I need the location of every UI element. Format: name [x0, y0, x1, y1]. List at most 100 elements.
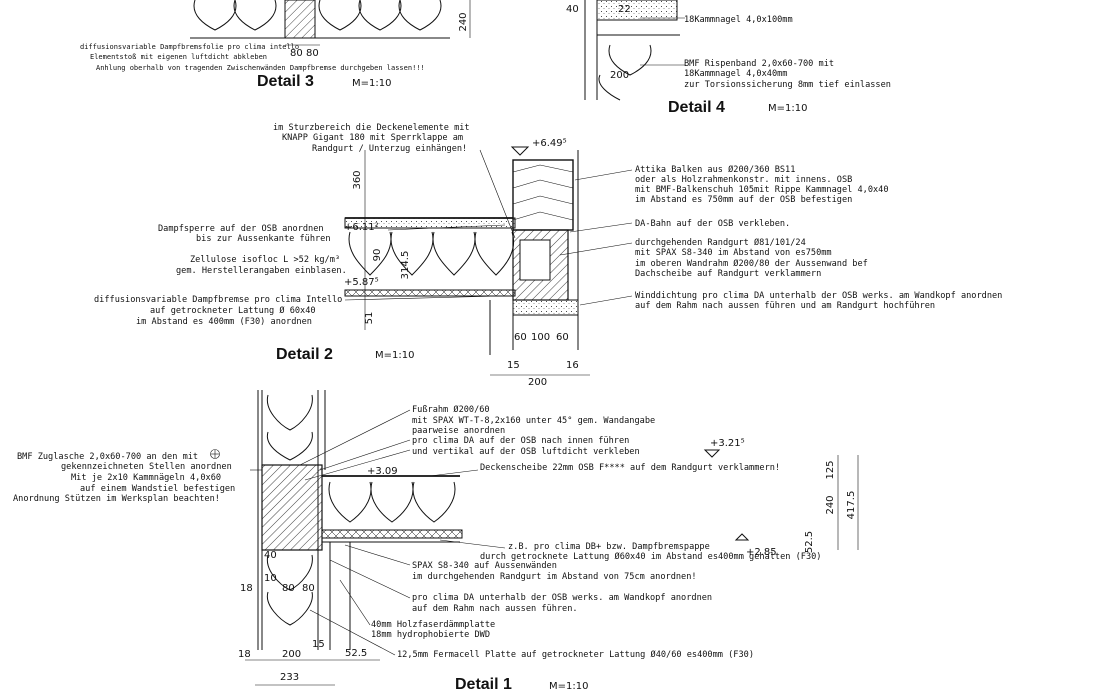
dim-text: 125 — [825, 460, 836, 479]
dim-text: 200 — [282, 649, 301, 660]
detail-1: +3.09 +3.21⁵ +2.85 125 240 52.5 417.5 18… — [13, 390, 859, 693]
dim-text: 80 — [306, 48, 319, 59]
note-text: pro clima DA unterhalb der OSB werks. am… — [412, 593, 712, 603]
note-text: oder als Holzrahmenkonstr. mit innens. O… — [635, 175, 852, 185]
note-text: Attika Balken aus Ø200/360 BS11 — [635, 164, 795, 175]
note-text: BMF Rispenband 2,0x60-700 mit — [684, 59, 834, 69]
dim-text: 10 — [264, 573, 277, 584]
level-text: +6.11² — [344, 222, 379, 233]
note-text: im oberen Wandrahm Ø200/80 der Aussenwan… — [635, 258, 868, 269]
dim-text: 417.5 — [846, 491, 857, 520]
scale-label: M=1:10 — [375, 350, 414, 361]
note-text: im Sturzbereich die Deckenelemente mit — [273, 123, 470, 133]
note-text: mit SPAX S8-340 im Abstand von es750mm — [635, 248, 832, 258]
note-text: Zellulose isofloc L >52 kg/m³ — [190, 255, 340, 265]
note-text: durchgehenden Randgurt Ø81/101/24 — [635, 237, 806, 248]
attika-hatch — [512, 164, 574, 221]
dim-text: 15 — [312, 639, 325, 650]
note-text: und vertikal auf der OSB luftdicht verkl… — [412, 447, 640, 457]
note-text: auf einem Wandstiel befestigen — [80, 484, 235, 494]
level-marker-icon — [703, 449, 721, 458]
dim-text: 314.5 — [400, 251, 411, 280]
note-text: bis zur Aussenkante führen — [196, 234, 331, 244]
note-text: im Abstand es 750mm auf der OSB befestig… — [635, 195, 852, 205]
note-text: im Abstand es 400mm (F30) anordnen — [136, 317, 312, 327]
note-text: Anhlung oberhalb von tragenden Zwischenw… — [96, 64, 425, 72]
detail-3: 240 80 80 diffusionsvariable Dampfbremsf… — [80, 0, 471, 90]
note-text: zur Torsionssicherung 8mm tief einlassen — [684, 80, 891, 90]
dim-text: 22 — [618, 4, 631, 15]
note-text: Randgurt / Unterzug einhängen! — [312, 144, 467, 154]
note-text: Deckenscheibe 22mm OSB F**** auf dem Ran… — [480, 463, 780, 473]
note-text: diffusionsvariable Dampfbremse pro clima… — [94, 295, 342, 305]
dim-text: 80 — [302, 583, 315, 594]
dim-text: 40 — [264, 550, 277, 561]
dim-text: 15 — [507, 360, 520, 371]
level-text: +6.49⁵ — [532, 138, 567, 149]
note-text: mit BMF-Balkenschuh 105mit Rippe Kammnag… — [635, 185, 889, 195]
dim-text: 60 — [514, 332, 527, 343]
note-text: 18Kammnagel 4,0x40mm — [684, 69, 787, 79]
leader-lines — [250, 409, 506, 656]
dim-text: 233 — [280, 672, 299, 683]
detail-title: Detail 3 — [257, 73, 314, 90]
note-text: durch getrocknete Lattung Ø60x40 im Abst… — [480, 551, 821, 562]
note-text: Elementstoß mit eigenen luftdicht abkleb… — [90, 53, 267, 61]
level-text: +3.21⁵ — [710, 438, 745, 449]
note-text: BMF Zuglasche 2,0x60-700 an den mit — [17, 452, 198, 462]
note-text: Fußrahm Ø200/60 — [412, 404, 490, 415]
level-text: +3.09 — [367, 466, 398, 477]
dim-text: 240 — [458, 12, 469, 31]
note-text: Dachscheibe auf Randgurt verklammern — [635, 269, 821, 279]
note-text: pro clima DA auf der OSB nach innen führ… — [412, 436, 629, 446]
leader-lines — [344, 149, 633, 306]
dim-text: 200 — [528, 377, 547, 388]
note-text: auf dem Rahm nach aussen führen und am R… — [635, 301, 935, 311]
dim-text: 60 — [556, 332, 569, 343]
note-text: diffusionsvariable Dampfbremsfolie pro c… — [80, 43, 299, 51]
insulation-symbol — [328, 481, 456, 523]
note-text: z.B. pro clima DB+ bzw. Dampfbremspappe — [508, 542, 710, 552]
note-text: auf getrockneter Lattung Ø 60x40 — [150, 305, 316, 316]
note-text: Dampfsperre auf der OSB anordnen — [158, 224, 324, 234]
note-text: gem. Herstellerangaben einblasen. — [176, 266, 347, 276]
note-text: Winddichtung pro clima DA unterhalb der … — [635, 291, 1002, 301]
insulation-symbol — [266, 394, 313, 626]
dim-text: 18 — [240, 583, 253, 594]
scale-label: M=1:10 — [352, 78, 391, 89]
detail-title: Detail 1 — [455, 676, 512, 693]
level-text: +5.87⁵ — [344, 277, 379, 288]
note-text: DA-Bahn auf der OSB verkleben. — [635, 219, 790, 229]
dim-text: 200 — [610, 70, 629, 81]
note-text: SPAX S8-340 auf Aussenwänden — [412, 561, 557, 571]
dim-text: 52.5 — [804, 531, 815, 553]
dim-text: 18 — [238, 649, 251, 660]
note-text: Mit je 2x10 Kammnägeln 4,0x60 — [71, 473, 221, 483]
note-text: 18Kammnagel 4,0x100mm — [684, 15, 793, 25]
dim-text: 90 — [372, 249, 383, 262]
note-text: KNAPP Gigant 180 mit Sperrklappe am — [282, 133, 463, 143]
dim-text: 360 — [352, 170, 363, 189]
note-text: mit SPAX WT-T-8,2x160 unter 45° gem. Wan… — [412, 416, 655, 426]
scale-label: M=1:10 — [549, 681, 588, 692]
note-text: paarweise anordnen — [412, 426, 505, 436]
dim-text: 80 — [282, 583, 295, 594]
note-text: gekennzeichneten Stellen anordnen — [61, 462, 232, 472]
dim-text: 80 — [290, 48, 303, 59]
dim-text: 52.5 — [345, 648, 367, 659]
dim-text: 16 — [566, 360, 579, 371]
insulation-symbol — [190, 0, 450, 39]
note-text: im durchgehenden Randgurt im Abstand von… — [412, 572, 697, 582]
level-marker-icon — [510, 146, 530, 156]
detail-title: Detail 2 — [276, 346, 333, 363]
level-marker-icon — [734, 533, 750, 541]
dim-text: 51 — [364, 312, 375, 325]
dim-text: 40 — [566, 4, 579, 15]
level-text: +2.85 — [746, 547, 777, 558]
note-text: auf dem Rahm nach aussen führen. — [412, 604, 578, 614]
dim-text: 100 — [531, 332, 550, 343]
detail-4: 40 22 200 18Kammnagel 4,0x100mm BMF Risp… — [566, 0, 891, 116]
note-text: 40mm Holzfaserdämmplatte — [371, 620, 495, 630]
note-text: 12,5mm Fermacell Platte auf getrockneter… — [397, 649, 754, 660]
